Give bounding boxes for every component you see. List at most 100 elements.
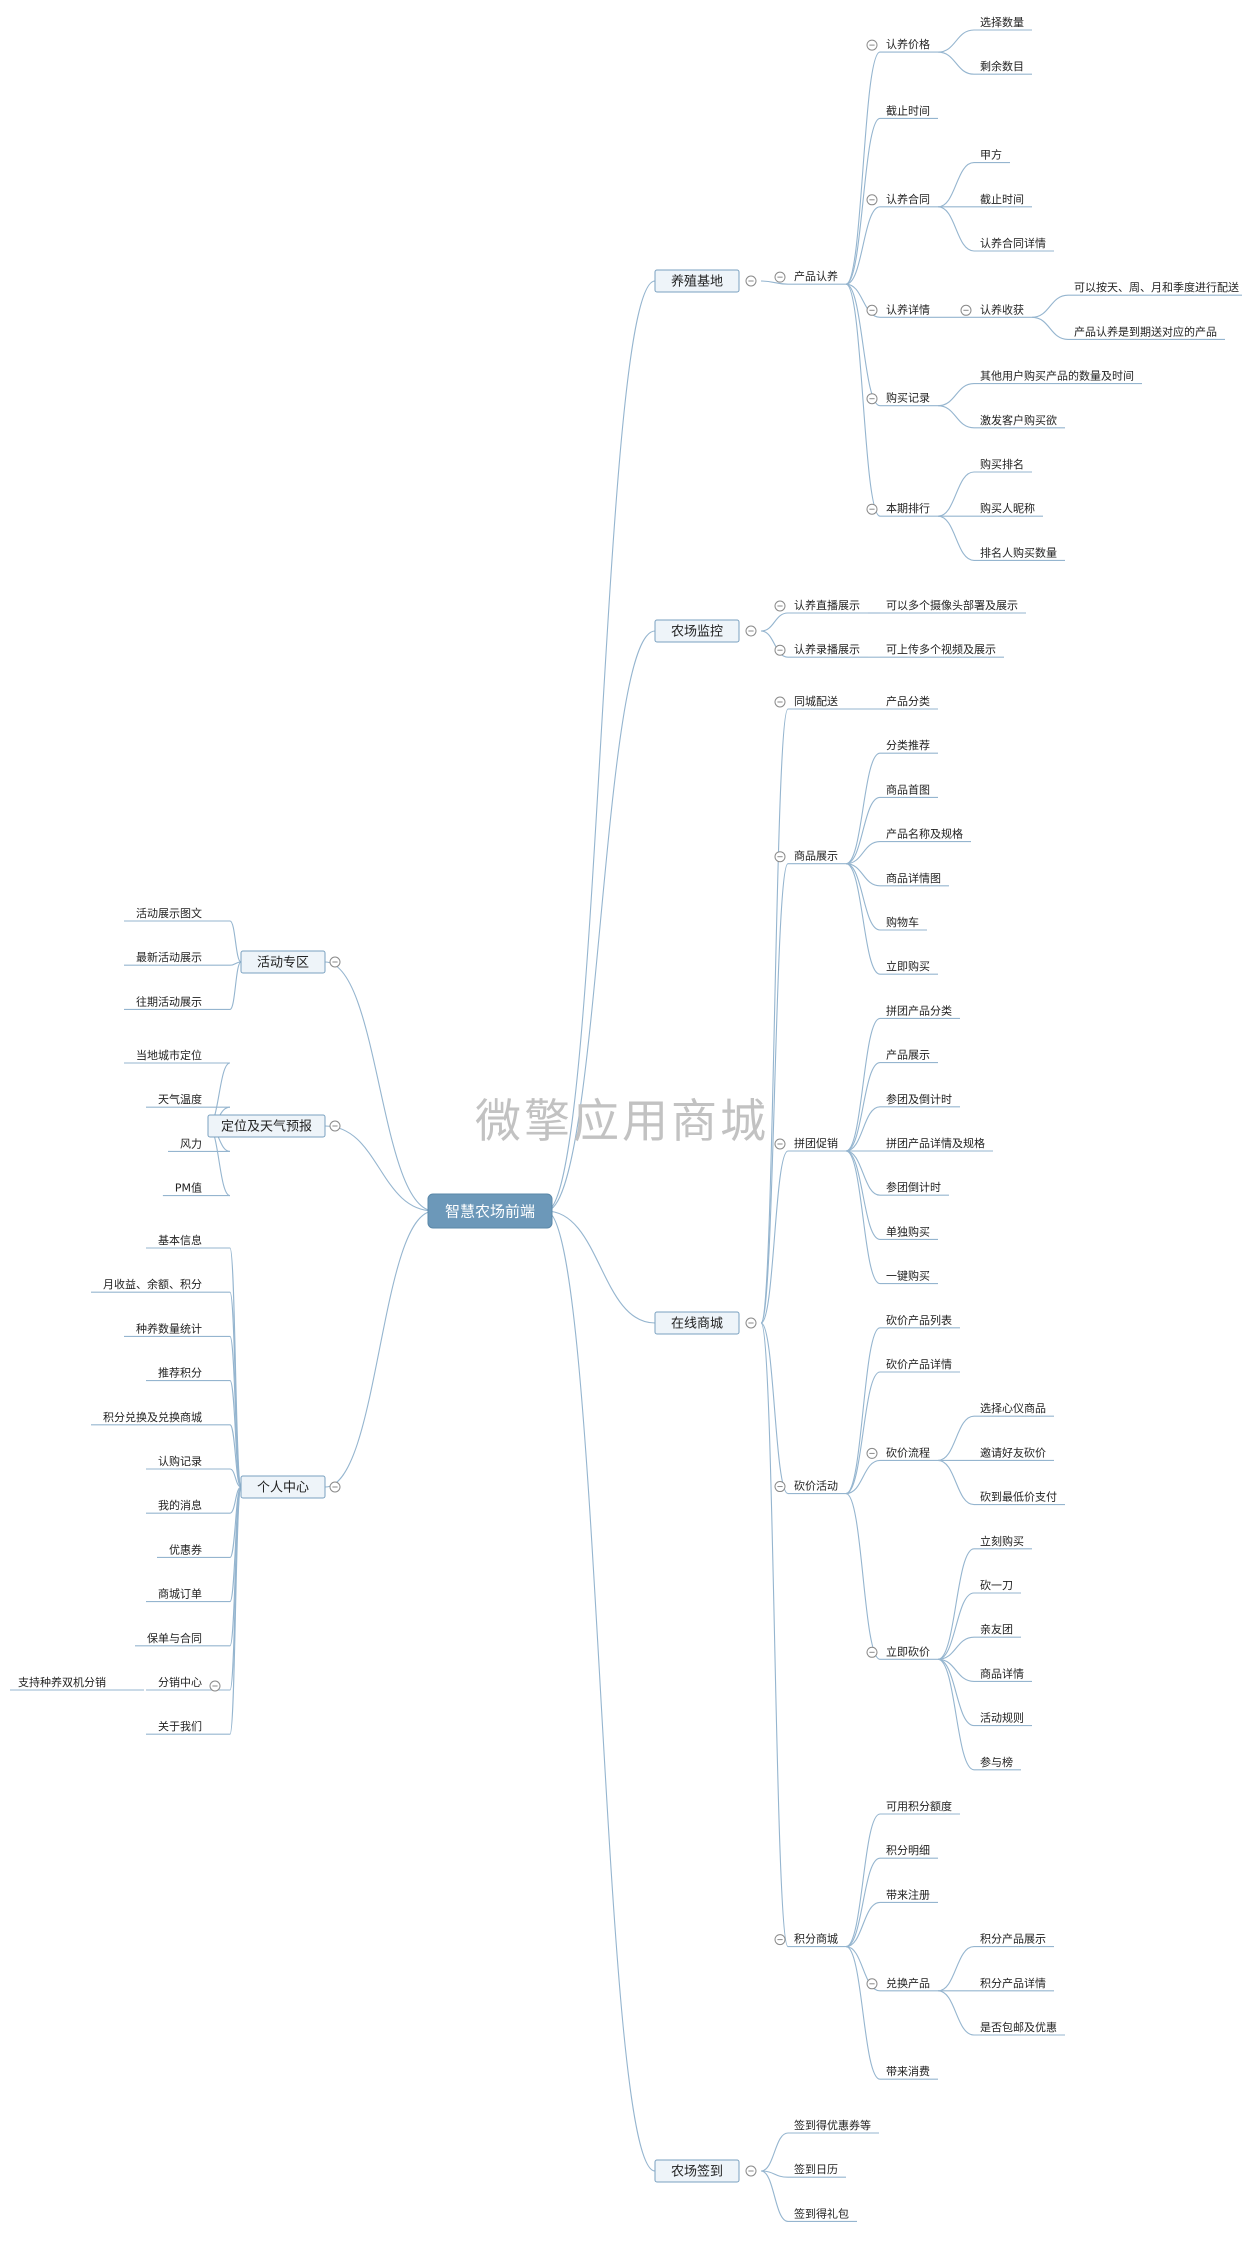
left-node-e68891e79a84e6b688e681af: 我的消息 bbox=[158, 1498, 202, 1512]
node-3-e58fafe4b88ae4bca0e5a49a: 可上传多个视频及展示 bbox=[886, 642, 996, 656]
topic-e6b4bbe58aa8e4b893e58cba-label: 活动专区 bbox=[257, 956, 309, 971]
node-4-e7a7afe58886e4baa7e59381: 积分产品展示 bbox=[980, 1932, 1046, 1946]
topic-e59ca8e7babfe59586e59f8e[interactable]: 在线商城 bbox=[654, 1311, 740, 1335]
node-4-e7ab8be588bbe8b4ade4b9b0: 立刻购买 bbox=[980, 1534, 1024, 1548]
left-node-e4bc98e683a0e588b8: 优惠券 bbox=[169, 1542, 202, 1556]
left-node-e7a7afe58886e58591e68da2: 积分兑换及兑换商城 bbox=[103, 1410, 202, 1424]
collapse-button[interactable] bbox=[866, 393, 878, 405]
left-node-e9a38ee58a9b: 风力 bbox=[180, 1137, 202, 1150]
topic-e6b4bbe58aa8e4b893e58cba[interactable]: 活动专区 bbox=[240, 950, 326, 974]
node-3-e4baa7e59381e5908de7a7b0: 产品名称及规格 bbox=[886, 827, 963, 841]
node-3-e688aae6ada2e697b6e997b4: 截止时间 bbox=[886, 103, 930, 117]
collapse-button[interactable] bbox=[866, 1646, 878, 1658]
collapse-button[interactable] bbox=[774, 851, 786, 863]
node-3-e69cace69c9fe68e92e8a18c: 本期排行 bbox=[886, 501, 930, 515]
node-3-e4baa7e59381e5b195e7a4ba: 产品展示 bbox=[886, 1048, 930, 1062]
central-topic[interactable]: 智慧农场前端 bbox=[427, 1193, 553, 1229]
collapse-button[interactable] bbox=[329, 1481, 341, 1493]
node-3-e58fafe794a8e7a7afe58886: 可用积分额度 bbox=[886, 1799, 952, 1813]
collapse-button[interactable] bbox=[960, 304, 972, 316]
node-3-e59586e59381e9a696e59bbe: 商品首图 bbox=[886, 782, 930, 796]
collapse-button[interactable] bbox=[866, 194, 878, 206]
collapse-button[interactable] bbox=[866, 1978, 878, 1990]
node-4-e98089e68ba9e695b0e9878f: 选择数量 bbox=[980, 15, 1024, 29]
node-4-e68e92e5908de4babae8b4ad: 排名人购买数量 bbox=[980, 545, 1057, 559]
node-3-e58591e68da2e4baa7e59381: 兑换产品 bbox=[886, 1976, 930, 1990]
collapse-button[interactable] bbox=[745, 275, 757, 287]
collapse-button[interactable] bbox=[866, 304, 878, 316]
collapse-button[interactable] bbox=[774, 1934, 786, 1946]
collapse-button[interactable] bbox=[774, 696, 786, 708]
node-2-e59586e59381e5b195e7a4ba: 商品展示 bbox=[794, 849, 838, 863]
node-2-e7a08de4bbb7e6b4bbe58aa8: 砍价活动 bbox=[794, 1479, 838, 1493]
collapse-button[interactable] bbox=[866, 1447, 878, 1459]
node-2-e7a7afe58886e59586e59f8e: 积分商城 bbox=[794, 1932, 838, 1946]
topic-e5ae9ae4bd8de58f8ae5a4a9[interactable]: 定位及天气预报 bbox=[207, 1114, 326, 1138]
node-4-e98089e68ba9e5bf83e4bbaa: 选择心仪商品 bbox=[980, 1401, 1046, 1415]
node-3-e58886e7b1bbe68ea8e88d90: 分类推荐 bbox=[886, 738, 930, 752]
node-3-e59586e59381e8afa6e68385: 商品详情图 bbox=[886, 871, 941, 885]
node-3-e8aea4e585bbe8afa6e68385: 认养详情 bbox=[886, 302, 930, 316]
left-node-e5a4a9e6b094e6b8a9e5baa6: 天气温度 bbox=[158, 1092, 202, 1106]
collapse-button[interactable] bbox=[329, 956, 341, 968]
node-2-e68bbce59ba2e4bf83e99480: 拼团促销 bbox=[794, 1136, 838, 1150]
node-2-e8aea4e585bbe79bb4e692ad: 认养直播展示 bbox=[794, 598, 860, 612]
node-4-e58f82e4b88ee6a69c: 参与榜 bbox=[980, 1755, 1013, 1769]
node-4-e8aea4e585bbe694b6e88eb7: 认养收获 bbox=[980, 302, 1024, 316]
node-5-e58fafe4bba5e68c89e5a4a9: 可以按天、周、月和季度进行配送 bbox=[1074, 280, 1239, 294]
collapse-button[interactable] bbox=[745, 2165, 757, 2177]
collapse-button[interactable] bbox=[745, 1317, 757, 1329]
node-2-e8aea4e585bbe5bd95e692ad: 认养录播展示 bbox=[794, 642, 860, 656]
node-3-e5b8a6e69da5e6b688e8b4b9: 带来消费 bbox=[886, 2064, 930, 2078]
node-3-e58f82e59ba2e58f8ae58092: 参团及倒计时 bbox=[886, 1092, 952, 1106]
topic-e5869ce59cbae7adbee588b0-label: 农场签到 bbox=[671, 2164, 723, 2180]
node-3-e7a08de4bbb7e4baa7e59381: 砍价产品列表 bbox=[886, 1313, 952, 1327]
topic-e585bbe6ae96e59fbae59cb0-label: 养殖基地 bbox=[671, 274, 723, 290]
node-3-e7a7afe58886e6988ee7bb86: 积分明细 bbox=[886, 1844, 930, 1857]
collapse-button[interactable] bbox=[774, 271, 786, 283]
node-4-e698afe590a6e58c85e982ae: 是否包邮及优惠 bbox=[980, 2020, 1057, 2034]
node-4-e688aae6ada2e697b6e997b4: 截止时间 bbox=[980, 192, 1024, 206]
left-node-e5be80e69c9fe6b4bbe58aa8: 往期活动展示 bbox=[136, 994, 202, 1008]
node-3-e68bbce59ba2e4baa7e59381: 拼团产品分类 bbox=[886, 1003, 952, 1017]
left-node-e69c80e696b0e6b4bbe58aa8: 最新活动展示 bbox=[136, 950, 202, 964]
left-node-e694afe68c81e7a78de585bb: 支持种养双机分销 bbox=[18, 1675, 106, 1689]
node-4-e589a9e4bd99e695b0e79bae: 剩余数目 bbox=[980, 59, 1024, 73]
collapse-button[interactable] bbox=[329, 1120, 341, 1132]
node-4-e59586e59381e8afa6e68385: 商品详情 bbox=[980, 1666, 1024, 1680]
node-2-e7adbee588b0e5be97e7a4bc: 签到得礼包 bbox=[794, 2206, 849, 2220]
collapse-button[interactable] bbox=[774, 1138, 786, 1150]
collapse-button[interactable] bbox=[745, 625, 757, 637]
node-3-e58d95e78bace8b4ade4b9b0: 单独购买 bbox=[886, 1224, 930, 1238]
left-node-pme580bc: PM值 bbox=[175, 1182, 202, 1195]
node-4-e6b4bbe58aa8e8a784e58899: 活动规则 bbox=[980, 1711, 1024, 1725]
node-2-e7adbee588b0e697a5e58e86: 签到日历 bbox=[794, 2162, 838, 2176]
collapse-button[interactable] bbox=[866, 39, 878, 51]
left-node-e69c88e694b6e79b8ae38081: 月收益、余额、积分 bbox=[103, 1277, 202, 1291]
node-5-e4baa7e59381e8aea4e585bb: 产品认养是到期送对应的产品 bbox=[1074, 324, 1217, 338]
left-node-e4bf9de58d95e4b88ee59088: 保单与合同 bbox=[147, 1631, 202, 1645]
collapse-button[interactable] bbox=[774, 1481, 786, 1493]
node-3-e58f82e59ba2e58092e8aea1: 参团倒计时 bbox=[886, 1180, 941, 1194]
node-3-e7ab8be58db3e7a08de4bbb7: 立即砍价 bbox=[886, 1644, 930, 1658]
left-node-e5bd93e59cb0e59f8ee5b882: 当地城市定位 bbox=[136, 1048, 202, 1062]
collapse-button[interactable] bbox=[774, 600, 786, 612]
node-4-e8aea4e585bbe59088e5908c: 认养合同详情 bbox=[980, 236, 1046, 250]
topic-e5869ce59cbae7adbee588b0[interactable]: 农场签到 bbox=[654, 2159, 740, 2183]
node-3-e4baa7e59381e58886e7b1bb: 产品分类 bbox=[886, 694, 930, 708]
node-4-e7a7afe58886e4baa7e59381: 积分产品详情 bbox=[980, 1976, 1046, 1990]
left-node-e8aea4e8b4ade8aeb0e5bd95: 认购记录 bbox=[158, 1454, 202, 1468]
topic-e4b8aae4babae4b8ade5bf83[interactable]: 个人中心 bbox=[240, 1475, 326, 1499]
node-3-e68bbce59ba2e4baa7e59381: 拼团产品详情及规格 bbox=[886, 1136, 985, 1150]
node-3-e58fafe4bba5e5a49ae4b8aa: 可以多个摄像头部署及展示 bbox=[886, 598, 1018, 612]
topic-e5869ce59cbae79b91e68ea7[interactable]: 农场监控 bbox=[654, 619, 740, 643]
collapse-button[interactable] bbox=[774, 644, 786, 656]
node-3-e8aea4e585bbe59088e5908c: 认养合同 bbox=[886, 192, 930, 206]
node-4-e98280e8afb7e5a5bde58f8b: 邀请好友砍价 bbox=[980, 1445, 1046, 1459]
collapse-button[interactable] bbox=[866, 503, 878, 515]
node-3-e4b880e994aee8b4ade4b9b0: 一键购买 bbox=[886, 1269, 930, 1283]
node-3-e8b4ade4b9b0e8aeb0e5bd95: 购买记录 bbox=[886, 391, 930, 405]
topic-e585bbe6ae96e59fbae59cb0[interactable]: 养殖基地 bbox=[654, 269, 740, 293]
collapse-button[interactable] bbox=[209, 1680, 221, 1692]
